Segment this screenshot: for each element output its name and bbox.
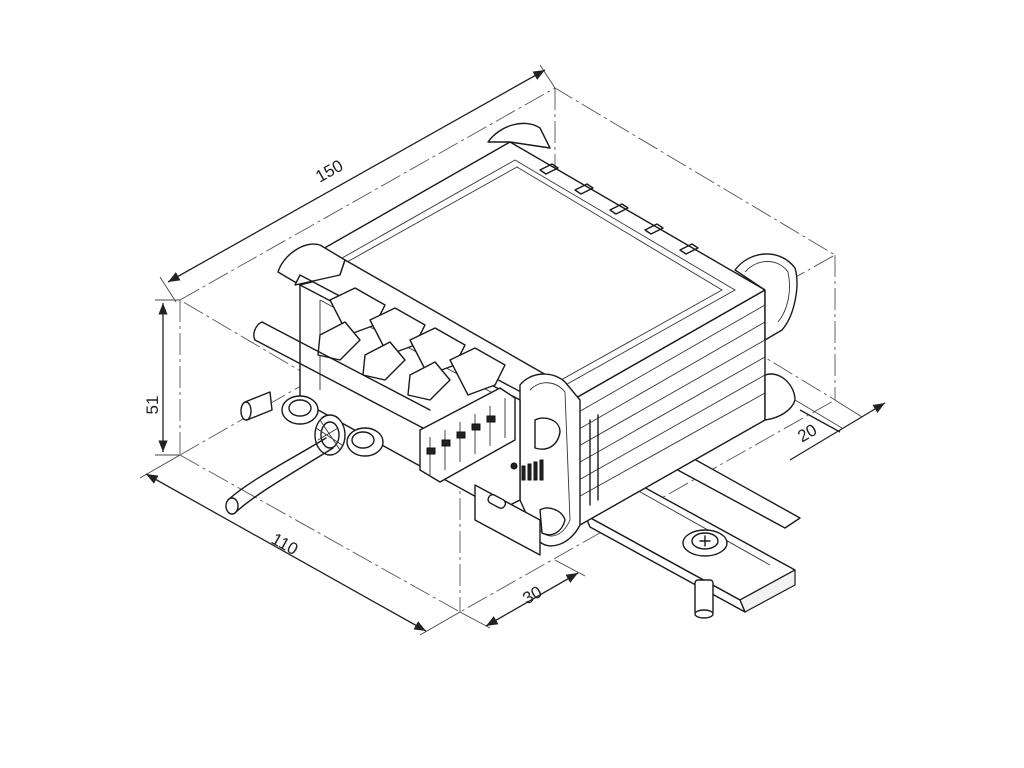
dimension-rail-depth: 30 <box>459 559 586 629</box>
connectors <box>240 287 544 483</box>
dimension-rail-offset: 20 <box>789 399 886 461</box>
dimension-height: 51 <box>143 299 180 456</box>
dimension-rail-offset-label: 20 <box>794 420 820 446</box>
dimension-width-label: 110 <box>268 529 301 559</box>
dimension-height-label: 51 <box>143 396 162 415</box>
dimension-width: 110 <box>139 454 461 636</box>
dimension-length-label: 150 <box>312 156 346 186</box>
